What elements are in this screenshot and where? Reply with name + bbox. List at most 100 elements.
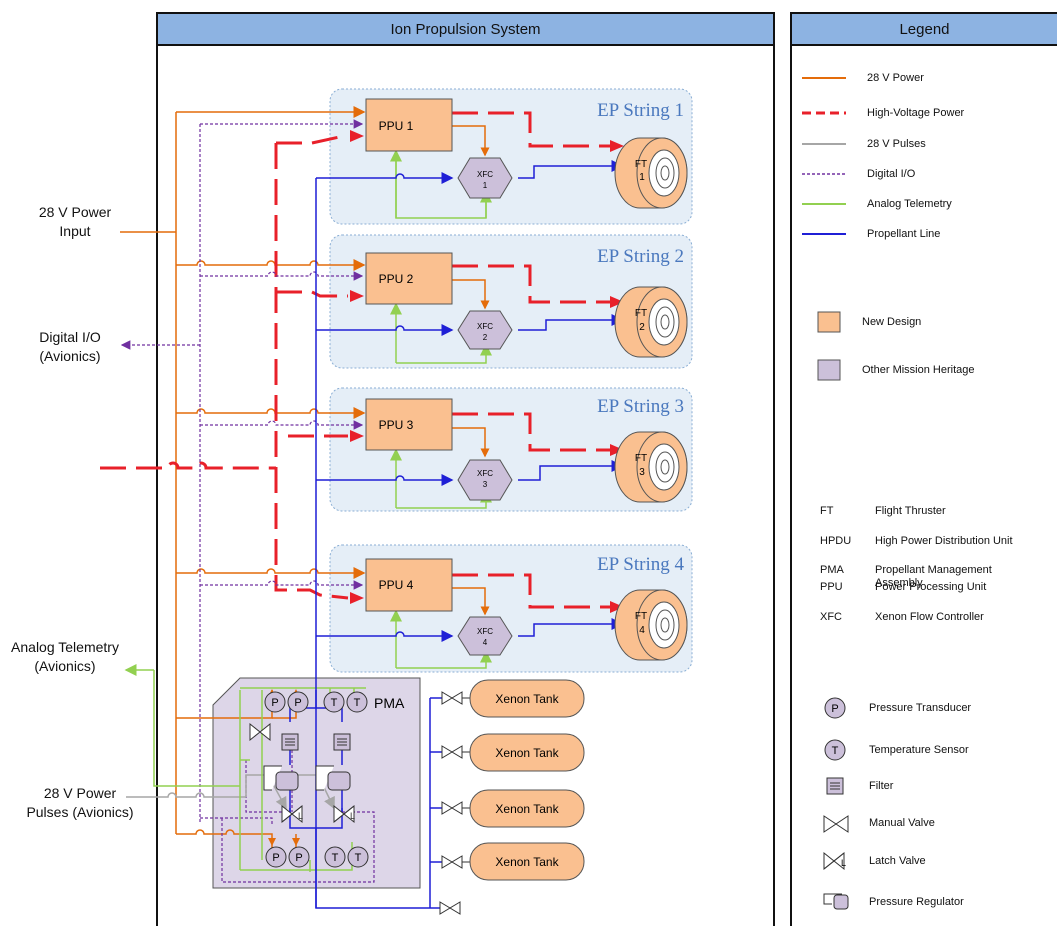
ppu-4: PPU 4 xyxy=(365,558,453,612)
legend-label-propellant: Propellant Line xyxy=(867,228,941,240)
ppu-1-label: PPU 1 xyxy=(379,119,414,133)
power-input-label: 28 V Power Input xyxy=(38,204,112,239)
high-voltage-arrowheads xyxy=(350,130,624,613)
ft-3-label: FT xyxy=(635,453,647,464)
filter-icon xyxy=(281,733,299,751)
svg-text:P: P xyxy=(272,852,279,864)
main-panel-title: Ion Propulsion System xyxy=(158,14,773,46)
pma-filter-icons xyxy=(281,733,351,751)
ep-string-3-title: EP String 3 xyxy=(597,396,684,417)
svg-text:P: P xyxy=(271,697,278,709)
ft-2-label: FT xyxy=(635,308,647,319)
high-voltage-lines xyxy=(100,111,612,609)
pma-latch-valve-icons: L L xyxy=(281,804,355,824)
svg-text:P: P xyxy=(831,703,838,715)
ppu-2: PPU 2 xyxy=(365,252,453,305)
latch-valve-icon: L xyxy=(333,804,355,824)
flight-thruster-1: FT 1 xyxy=(614,137,688,209)
legend-label-digital: Digital I/O xyxy=(867,168,916,180)
ppu-4-label: PPU 4 xyxy=(379,578,414,592)
latch-valve-icon: L xyxy=(823,851,846,871)
propellant-lines xyxy=(289,160,624,909)
filter-icon xyxy=(826,777,844,795)
manual-valve-icon xyxy=(441,855,470,869)
xenon-tank-3: Xenon Tank xyxy=(469,789,585,828)
legend-graphics: P T L xyxy=(802,77,849,910)
legend-label-temperature-sensor: Temperature Sensor xyxy=(869,744,969,756)
xenon-tank-1-label: Xenon Tank xyxy=(495,692,559,706)
legend-box-heritage xyxy=(817,359,841,381)
ft-4-number: 4 xyxy=(639,625,645,636)
ft-2-number: 2 xyxy=(639,322,645,333)
latch-valve-icon: L xyxy=(281,804,303,824)
ep-string-2-title: EP String 2 xyxy=(597,246,684,267)
xenon-tank-2-label: Xenon Tank xyxy=(495,746,559,760)
abbr-ppu: PPU xyxy=(820,581,843,593)
legend-box-new-design xyxy=(817,311,841,333)
svg-text:T: T xyxy=(354,697,361,709)
xfc-1-label: XFC xyxy=(477,170,493,179)
pma-manual-valve-icon xyxy=(249,722,271,742)
legend-label-hv: High-Voltage Power xyxy=(867,107,965,119)
ppu-3-label: PPU 3 xyxy=(379,418,414,432)
filter-icon xyxy=(333,733,351,751)
svg-text:P: P xyxy=(294,697,301,709)
pma-regulator-icons xyxy=(263,765,351,791)
svg-text:L: L xyxy=(841,858,846,868)
ft-1-label: FT xyxy=(635,159,647,170)
temperature-sensor-icon: T xyxy=(347,846,369,868)
abbr-ft-meaning: Flight Thruster xyxy=(875,505,946,517)
pressure-sensor-icon: P xyxy=(264,691,286,713)
manual-valve-icon xyxy=(439,901,461,915)
flight-thruster-4: FT 4 xyxy=(614,589,688,661)
legend-label-pulses: 28 V Pulses xyxy=(867,138,926,150)
legend-label-heritage: Other Mission Heritage xyxy=(862,364,975,376)
temperature-sensor-icon: T xyxy=(323,691,345,713)
svg-text:L: L xyxy=(298,811,303,821)
ft-3-number: 3 xyxy=(639,467,645,478)
manual-valve-icon xyxy=(441,745,470,759)
pressure-regulator-icon xyxy=(823,893,849,910)
xfc-2-label: XFC xyxy=(477,322,493,331)
xfc-2: XFC 2 xyxy=(457,310,513,350)
abbr-pma-meaning: Propellant Management Assembly xyxy=(875,564,992,589)
legend-label-power: 28 V Power xyxy=(867,72,924,84)
xfc-3-label: XFC xyxy=(477,469,493,478)
abbr-ft: FT xyxy=(820,505,834,517)
ft-1-number: 1 xyxy=(639,172,645,183)
ppu-3: PPU 3 xyxy=(365,398,453,451)
pressure-sensor-icon: P xyxy=(265,846,287,868)
manual-valve-icon xyxy=(823,815,849,833)
xfc-4-label: XFC xyxy=(477,627,493,636)
xfc-1: XFC 1 xyxy=(457,157,513,199)
legend-label-new-design: New Design xyxy=(862,316,922,328)
pressure-sensor-icon: P xyxy=(288,846,310,868)
legend-label-latch-valve: Latch Valve xyxy=(869,855,926,867)
pma-label: PMA xyxy=(374,695,405,711)
legend-label-pressure-transducer: Pressure Transducer xyxy=(869,702,972,714)
xenon-tank-1: Xenon Tank xyxy=(469,679,585,718)
xfc-4: XFC 4 xyxy=(457,616,513,656)
flight-thruster-3: FT 3 xyxy=(614,431,688,503)
pma-sensors-bottom: P P T T xyxy=(265,846,369,868)
abbr-xfc: XFC xyxy=(820,611,842,623)
svg-text:T: T xyxy=(355,852,362,864)
abbr-xfc-meaning: Xenon Flow Controller xyxy=(875,611,984,623)
xfc-4-number: 4 xyxy=(483,638,488,647)
flight-thruster-2: FT 2 xyxy=(614,286,688,358)
ion-propulsion-diagram: EP String 1 EP String 2 EP String 3 EP S… xyxy=(100,88,693,915)
svg-text:T: T xyxy=(832,745,839,757)
ppu-2-label: PPU 2 xyxy=(379,272,414,286)
ppu-1: PPU 1 xyxy=(365,98,453,152)
manual-valve-icon xyxy=(441,801,470,815)
xenon-tank-3-label: Xenon Tank xyxy=(495,802,559,816)
tank-valve-icons xyxy=(439,691,470,915)
xfc-2-number: 2 xyxy=(483,333,488,342)
legend-label-pressure-regulator: Pressure Regulator xyxy=(869,896,964,908)
analog-telemetry-label: Analog Telemetry (Avionics) xyxy=(11,639,119,674)
legend-label-manual-valve: Manual Valve xyxy=(869,817,935,829)
pressure-sensor-icon: P xyxy=(287,691,309,713)
legend-label-analog: Analog Telemetry xyxy=(867,198,952,210)
ep-string-4-title: EP String 4 xyxy=(597,554,684,575)
xenon-tank-2: Xenon Tank xyxy=(469,733,585,772)
